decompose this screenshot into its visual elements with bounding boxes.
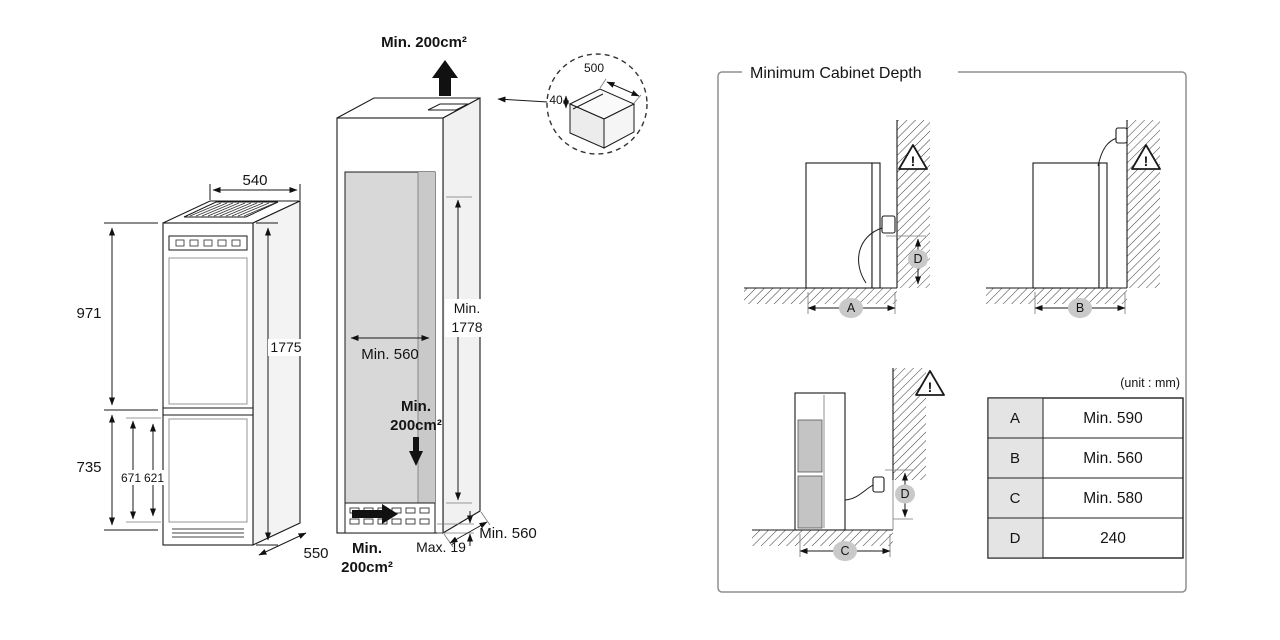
warning-icon — [1131, 144, 1161, 170]
fridge-front-view — [162, 200, 301, 546]
power-cord — [1097, 137, 1118, 167]
table-row-value: Min. 560 — [1083, 450, 1143, 467]
badge-d — [908, 249, 928, 269]
airflow-arrow-in-icon — [352, 504, 398, 524]
label-mid-ventilation-line2: 200cm² — [390, 417, 442, 434]
panel-title: Minimum Cabinet Depth — [750, 65, 922, 82]
fridge-control-panel — [168, 235, 248, 251]
fridge-dimensions: 540 971 735 671 621 1775 550 — [76, 172, 328, 562]
cabinet-depth-table: (unit : mm) A Min. 590 B Min. 560 C Min.… — [987, 376, 1184, 559]
fridge-upper-door — [168, 257, 248, 405]
table-row-key: A — [1010, 410, 1020, 427]
dim-lower-height: 735 — [76, 459, 101, 476]
badge-d-label: D — [913, 252, 922, 266]
label-top-ventilation: Min. 200cm² — [381, 34, 467, 51]
badge-b — [1068, 298, 1092, 318]
dim-base-gap: Max. 19 — [416, 539, 466, 555]
corner-detail-inset: 40 500 — [497, 53, 648, 155]
badge-c — [833, 541, 857, 561]
power-plug-icon — [1115, 127, 1128, 144]
badge-d-label: D — [900, 487, 909, 501]
power-cord — [858, 227, 883, 284]
dim-niche-height-line1: Min. — [454, 300, 480, 316]
table-row-key: D — [1010, 530, 1021, 547]
badge-a-label: A — [847, 301, 856, 315]
dim-upper-height: 971 — [76, 305, 101, 322]
badge-a — [839, 298, 863, 318]
clearance-diagram-a: D A ! — [744, 120, 930, 318]
warning-mark: ! — [911, 153, 916, 169]
label-bottom-ventilation-line2: 200cm² — [341, 559, 393, 576]
badge-c-label: C — [840, 544, 849, 558]
label-mid-ventilation-line1: Min. — [401, 398, 431, 415]
top-vent-slot-icon — [427, 103, 469, 111]
badge-b-label: B — [1076, 301, 1084, 315]
dim-niche-width: Min. 560 — [361, 346, 419, 363]
cabinet-depth-panel: Minimum Cabinet Depth D A ! — [717, 62, 1187, 593]
dim-corner-step: 40 — [549, 93, 563, 107]
warning-icon — [915, 370, 945, 396]
warning-mark: ! — [928, 379, 933, 395]
dim-total-height: 1775 — [270, 339, 301, 355]
airflow-arrow-up-icon — [432, 60, 458, 96]
dim-top-width: 540 — [242, 172, 267, 189]
clearance-diagram-b: B ! — [986, 120, 1161, 318]
label-bottom-ventilation-line1: Min. — [352, 540, 382, 557]
power-cord — [844, 484, 874, 501]
dim-niche-height-line2: 1778 — [451, 319, 482, 335]
table-unit-note: (unit : mm) — [1120, 376, 1180, 390]
fridge-top-grille-icon — [183, 201, 279, 218]
warning-icon — [898, 144, 928, 170]
dim-inner-height-2: 621 — [144, 471, 164, 485]
table-row-value: Min. 580 — [1083, 490, 1143, 507]
fridge-lower-door — [168, 418, 248, 523]
power-plug-icon — [881, 215, 896, 234]
power-plug-icon — [872, 476, 885, 493]
small-arrow-down-icon — [409, 437, 423, 466]
badge-d — [895, 484, 915, 504]
warning-mark: ! — [1144, 153, 1149, 169]
cabinet-niche-view — [336, 60, 481, 534]
table-row-key: B — [1010, 450, 1020, 467]
cabinet-dimensions: Min. 200cm² Min. 560 Min. 1778 Min. 200c… — [341, 34, 537, 576]
clearance-diagram-c: D C ! — [752, 368, 945, 561]
dim-corner-width: 500 — [584, 61, 604, 75]
dim-depth: 550 — [303, 545, 328, 562]
dim-niche-depth: Min. 560 — [479, 525, 537, 542]
fridge-bottom-vent-icon — [172, 528, 244, 538]
table-row-value: Min. 590 — [1083, 410, 1143, 427]
table-row-value: 240 — [1100, 530, 1126, 547]
table-row-key: C — [1010, 490, 1021, 507]
dim-inner-height-1: 671 — [121, 471, 141, 485]
